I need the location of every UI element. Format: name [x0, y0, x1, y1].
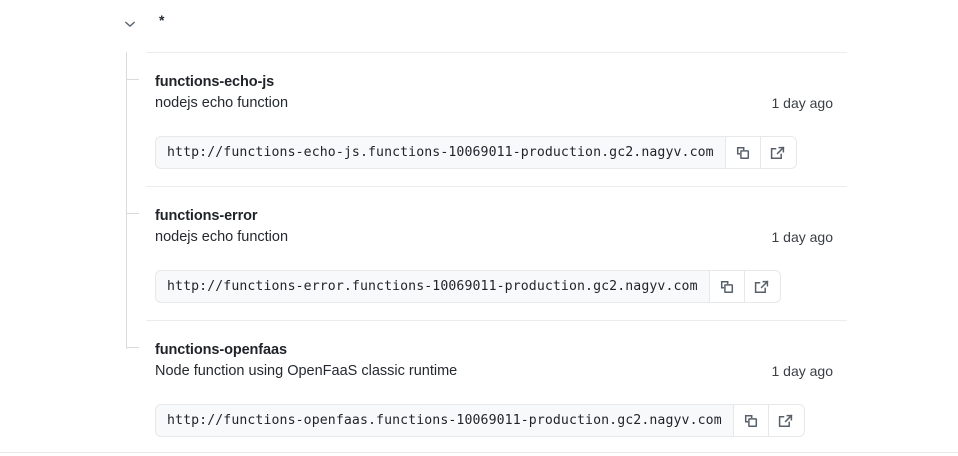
list-item-title[interactable]: functions-error [155, 208, 258, 224]
list-item: functions-echo-js nodejs echo function 1… [146, 52, 858, 114]
external-link-icon[interactable] [768, 404, 805, 437]
list-item-title[interactable]: functions-echo-js [155, 74, 275, 90]
tree-trunk-line [126, 52, 127, 349]
list-item: functions-openfaas Node function using O… [146, 320, 858, 382]
list-item: functions-error nodejs echo function 1 d… [146, 186, 858, 248]
list-item-title[interactable]: functions-openfaas [155, 342, 287, 358]
list-item-header: functions-echo-js nodejs echo function 1… [146, 52, 858, 114]
chevron-down-icon[interactable] [120, 14, 140, 34]
url-control: http://functions-openfaas.functions-1006… [155, 404, 805, 437]
separator [146, 52, 847, 53]
page-bottom-separator [0, 452, 958, 453]
list-item-timestamp: 1 day ago [771, 363, 834, 379]
copy-icon[interactable] [708, 270, 745, 303]
url-control: http://functions-error.functions-1006901… [155, 270, 781, 303]
external-link-icon[interactable] [744, 270, 781, 303]
tree-branch-line [126, 213, 139, 214]
list-item-header: functions-openfaas Node function using O… [146, 320, 858, 382]
tree-branch-line [126, 347, 139, 348]
list-item-description: nodejs echo function [155, 229, 289, 245]
list-item-header: functions-error nodejs echo function 1 d… [146, 186, 858, 248]
url-control: http://functions-echo-js.functions-10069… [155, 136, 797, 169]
group-label: * [159, 12, 165, 28]
group-header: * [0, 0, 958, 52]
separator [146, 186, 847, 187]
url-input[interactable]: http://functions-error.functions-1006901… [155, 270, 709, 303]
list-item-description: nodejs echo function [155, 95, 289, 111]
tree-branch-line [126, 79, 139, 80]
separator [146, 320, 847, 321]
external-link-icon[interactable] [760, 136, 797, 169]
list-item-timestamp: 1 day ago [771, 95, 834, 111]
url-input[interactable]: http://functions-echo-js.functions-10069… [155, 136, 725, 169]
list-item-timestamp: 1 day ago [771, 229, 834, 245]
copy-icon[interactable] [724, 136, 761, 169]
copy-icon[interactable] [732, 404, 769, 437]
list-item-description: Node function using OpenFaaS classic run… [155, 363, 458, 379]
url-input[interactable]: http://functions-openfaas.functions-1006… [155, 404, 733, 437]
